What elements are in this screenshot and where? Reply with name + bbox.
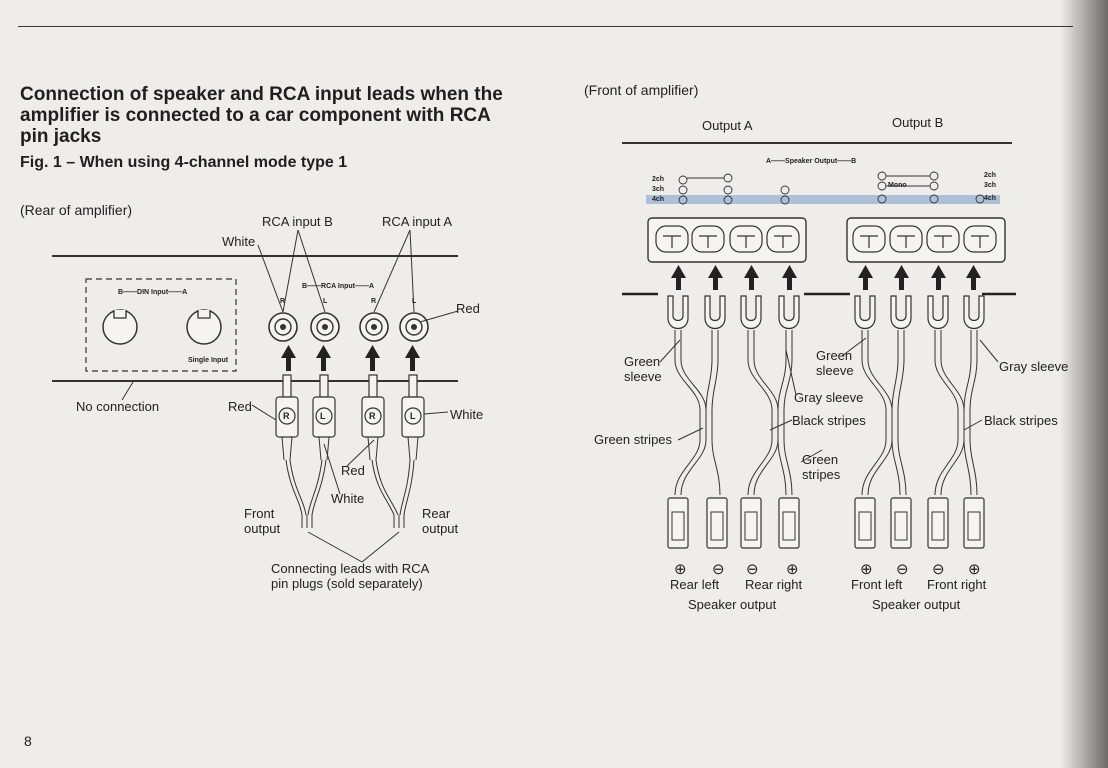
- polarity-minus-icon: ⊖: [932, 561, 945, 578]
- front-right-label: Front right: [927, 577, 987, 592]
- front-output-label: Front output: [244, 506, 281, 536]
- front-amplifier-diagram: [622, 142, 1016, 549]
- black-stripes-right-label: Black stripes: [984, 413, 1058, 428]
- speaker-output-left-label: Speaker output: [688, 597, 777, 612]
- rear-amplifier-diagram: [52, 229, 460, 563]
- green-sleeve-mid-label: Green sleeve: [816, 348, 854, 378]
- ch-right-2: 2ch: [984, 172, 997, 179]
- plug-label-2: L: [320, 411, 326, 421]
- plug-label-1: R: [283, 411, 290, 421]
- din-input-label: B——DIN Input——A: [118, 289, 188, 296]
- front-left-label: Front left: [851, 577, 903, 592]
- section-title: Connection of speaker and RCA input lead…: [20, 84, 503, 147]
- jack-l1-label: L: [323, 298, 328, 305]
- ch-left-3: 3ch: [652, 186, 665, 193]
- rca-input-b-label: RCA input B: [262, 214, 333, 229]
- page-number: 8: [24, 733, 32, 749]
- jack-l2-label: L: [412, 298, 417, 305]
- white-right-label: White: [450, 407, 484, 422]
- ch-right-4: 4ch: [984, 195, 997, 202]
- front-caption: (Front of amplifier): [584, 82, 699, 98]
- connecting-leads-label: Connecting leads with RCA pin plugs (sol…: [271, 561, 430, 591]
- header-rule: [18, 26, 1073, 27]
- polarity-plus-icon: ⊕: [860, 561, 873, 578]
- plug-label-4: L: [410, 411, 416, 421]
- gray-sleeve-mid-label: Gray sleeve: [794, 390, 864, 405]
- ch-right-3: 3ch: [984, 182, 997, 189]
- green-stripes-left-label: Green stripes: [594, 432, 673, 447]
- single-input-label: Single Input: [188, 357, 229, 364]
- red-top-label: Red: [456, 301, 480, 316]
- gray-sleeve-right-label: Gray sleeve: [999, 359, 1069, 374]
- ch-left-2: 2ch: [652, 176, 665, 183]
- green-sleeve-left-label: Green sleeve: [624, 354, 662, 384]
- rca-input-panel-label: B——RCA Input——A: [302, 283, 375, 290]
- rear-output-label: Rear output: [422, 506, 459, 536]
- polarity-plus-icon: ⊕: [674, 561, 687, 578]
- speaker-output-right-label: Speaker output: [872, 597, 961, 612]
- mono-label: Mono: [888, 182, 907, 189]
- polarity-plus-icon: ⊕: [968, 561, 981, 578]
- output-a-label: Output A: [702, 118, 753, 133]
- white-mid-label: White: [331, 491, 365, 506]
- figure-title: Fig. 1 – When using 4-channel mode type …: [20, 154, 348, 171]
- polarity-minus-icon: ⊖: [712, 561, 725, 578]
- black-stripes-mid-label: Black stripes: [792, 413, 866, 428]
- rear-caption: (Rear of amplifier): [20, 202, 133, 218]
- jack-r1-label: R: [280, 298, 286, 305]
- output-b-label: Output B: [892, 115, 944, 130]
- red-left-label: Red: [228, 399, 252, 414]
- jack-r2-label: R: [371, 298, 377, 305]
- rear-left-label: Rear left: [670, 577, 720, 592]
- plug-label-3: R: [369, 411, 376, 421]
- ch-left-4: 4ch: [652, 196, 665, 203]
- page-edge-shadow: [1060, 0, 1108, 768]
- no-connection-label: No connection: [76, 399, 160, 414]
- polarity-minus-icon: ⊖: [746, 561, 759, 578]
- polarity-minus-icon: ⊖: [896, 561, 909, 578]
- green-stripes-mid-label: Green stripes: [802, 452, 841, 482]
- rca-input-a-label: RCA input A: [382, 214, 453, 229]
- speaker-output-header: A——Speaker Output——B: [766, 158, 857, 165]
- polarity-plus-icon: ⊕: [786, 561, 799, 578]
- red-mid-label: Red: [341, 463, 365, 478]
- white-top-label: White: [222, 234, 256, 249]
- rear-right-label: Rear right: [745, 577, 803, 592]
